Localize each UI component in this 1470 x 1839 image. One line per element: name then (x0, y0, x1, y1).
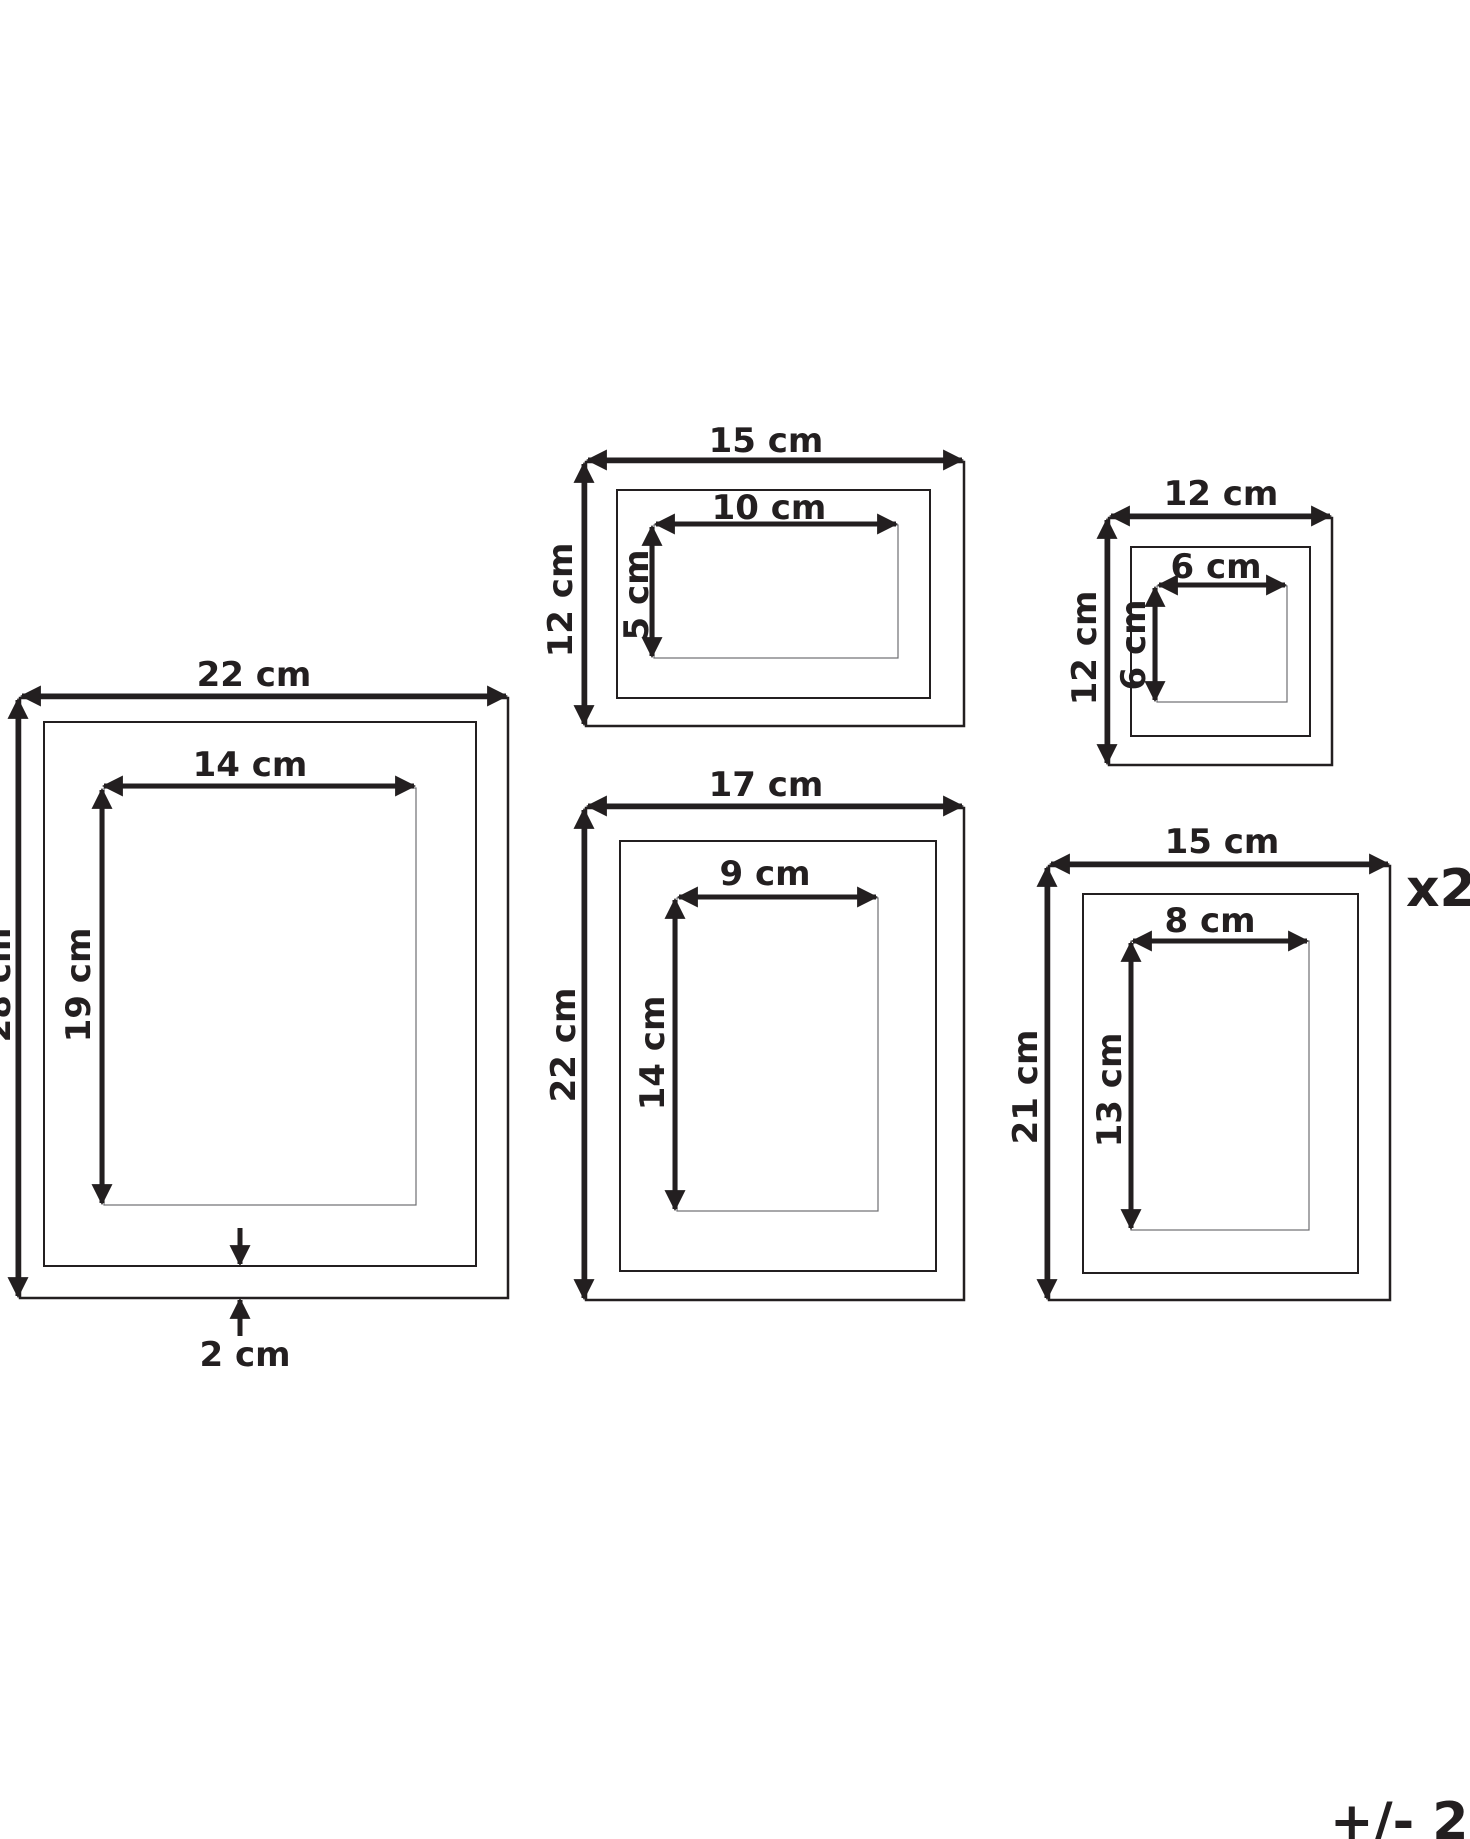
frame-3-outer-height-label: 12 cm (1065, 591, 1105, 706)
frame-1-inner-width-label: 14 cm (193, 745, 308, 785)
frame-5-outer-width-label: 15 cm (1165, 822, 1280, 862)
frame-5-outer-height-label: 21 cm (1006, 1030, 1046, 1145)
frame-5-inner-height-label: 13 cm (1090, 1033, 1130, 1148)
frame-2-photo-area (653, 524, 899, 659)
frame-1-photo-area (103, 787, 417, 1206)
frame-1-border-label: 2 cm (199, 1335, 290, 1375)
frame-1-mat-border (43, 721, 477, 1267)
frame-4: 17 cm 22 cm 9 cm 14 cm (544, 765, 966, 1302)
frame-2-outer-width-label: 15 cm (709, 421, 824, 461)
frame-1-inner-height-label: 19 cm (59, 928, 99, 1043)
frame-2-inner-width-label: 10 cm (712, 488, 827, 528)
frame-2-mat-border (616, 489, 931, 699)
frame-1-outer-height-label: 28 cm (0, 928, 19, 1043)
frame-5-photo-area (1130, 940, 1310, 1231)
frame-2-inner-height-label: 5 cm (617, 549, 657, 640)
frame-5-quantity-label: x2 (1406, 859, 1470, 919)
frame-3: 12 cm 12 cm 6 cm 6 cm (1065, 474, 1334, 767)
tolerance-note: +/- 2 cm (1330, 1792, 1470, 1839)
frame-5-mat-border (1082, 893, 1359, 1274)
frame-3-outer-width-label: 12 cm (1164, 474, 1279, 514)
frame-5-inner-width-label: 8 cm (1164, 901, 1255, 941)
frame-2-outer-height-label: 12 cm (541, 543, 581, 658)
frame-3-inner-width-label: 6 cm (1170, 547, 1261, 587)
frame-4-inner-height-label: 14 cm (633, 996, 673, 1111)
frame-3-photo-area (1156, 585, 1288, 703)
frame-5: 15 cm 21 cm 8 cm 13 cm x2 (1006, 822, 1470, 1302)
frame-4-outer-height-label: 22 cm (544, 988, 584, 1103)
frame-2: 15 cm 12 cm 10 cm 5 cm (541, 421, 966, 728)
frame-4-outer-width-label: 17 cm (709, 765, 824, 805)
frame-4-inner-width-label: 9 cm (719, 854, 810, 894)
frame-3-mat-border (1130, 546, 1311, 737)
frame-1-outer-width-label: 22 cm (197, 655, 312, 695)
frame-4-mat-border (619, 840, 937, 1272)
frame-4-photo-area (676, 897, 879, 1212)
frame-3-inner-height-label: 6 cm (1114, 599, 1154, 690)
frame-1: 22 cm 28 cm 14 cm 19 cm 2 cm (0, 655, 510, 1375)
